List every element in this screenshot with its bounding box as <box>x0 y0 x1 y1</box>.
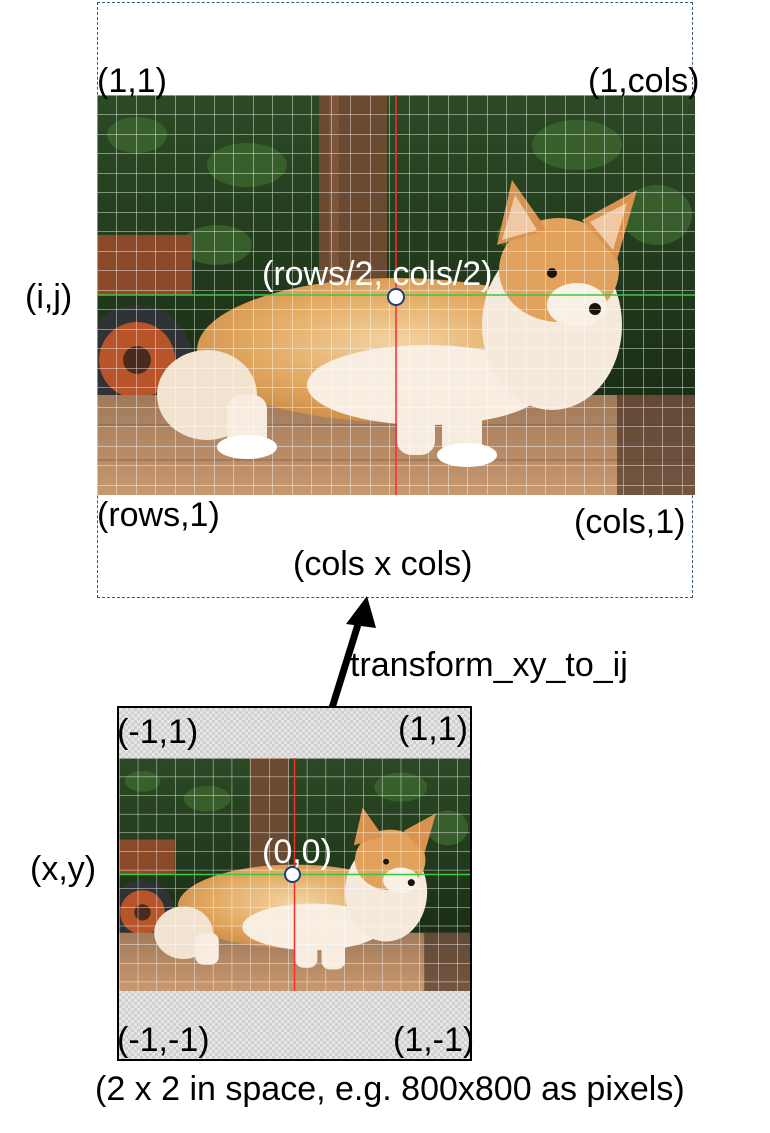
ij-corner-bottom-left: (rows,1) <box>97 496 220 534</box>
ij-size-label: (cols x cols) <box>293 545 473 583</box>
ij-corner-top-left: (1,1) <box>97 62 167 100</box>
transform-arrow <box>328 596 376 710</box>
xy-corner-bottom-right: (1,-1) <box>393 1021 475 1059</box>
corgi-photo-xy <box>119 758 470 991</box>
ij-center-label: (rows/2, cols/2) <box>262 255 493 293</box>
ij-corner-top-right: (1,cols) <box>588 62 700 100</box>
xy-center-label: (0,0) <box>262 833 332 871</box>
center-marker-ij <box>387 288 405 306</box>
xy-size-label: (2 x 2 in space, e.g. 800x800 as pixels) <box>95 1070 685 1108</box>
ij-corner-bottom-right: (cols,1) <box>574 503 686 541</box>
center-marker-xy <box>284 866 301 883</box>
ij-side-label: (i,j) <box>25 278 73 316</box>
xy-corner-top-right: (1,1) <box>398 710 468 748</box>
xy-corner-top-left: (-1,1) <box>117 713 199 751</box>
transform-label: transform_xy_to_ij <box>350 646 628 684</box>
xy-side-label: (x,y) <box>30 850 97 888</box>
xy-corner-bottom-left: (-1,-1) <box>117 1021 210 1059</box>
